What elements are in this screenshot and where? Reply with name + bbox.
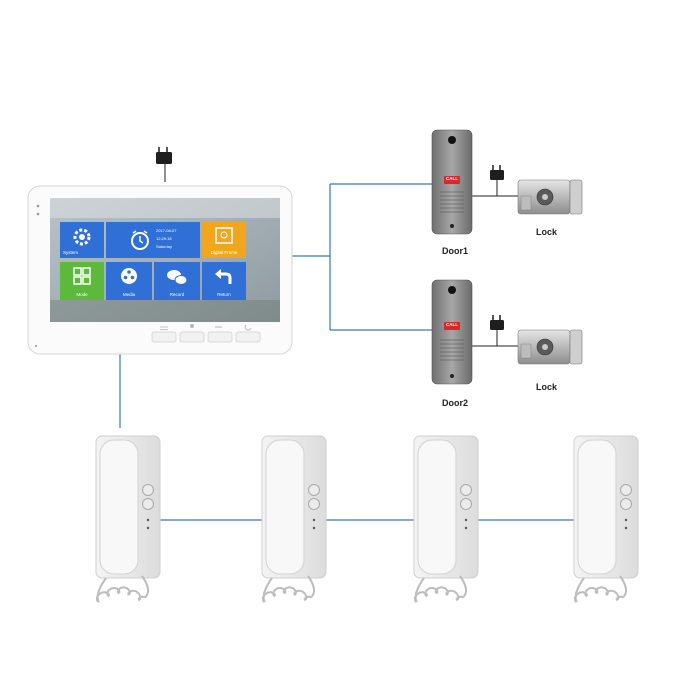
handset-4 [573,435,639,603]
monitor-button-1[interactable] [151,331,177,343]
handset-receiver[interactable] [265,439,305,575]
handset-2 [261,435,327,603]
handset-button-1[interactable] [620,484,632,496]
indicator-dot [624,526,628,530]
power-plug-icon [490,315,504,346]
alarm-clock-icon [131,230,149,250]
grid-icon [73,267,91,285]
monitor-button-2[interactable] [179,331,205,343]
mic-dot [450,224,454,228]
coiled-cord [573,575,628,603]
lock-wiring [470,195,518,347]
coiled-cord [413,575,468,603]
lock2-label: Lock [536,382,558,392]
indicator-dot [464,526,468,530]
mic-dot [450,374,454,378]
power-icon [244,324,252,331]
tile-label: Digital Frame [210,250,238,255]
indicator-dot [464,518,468,522]
door2-label: Door2 [442,398,469,408]
gear-icon [73,228,91,246]
wiring [119,183,574,521]
monitor-screen [50,198,280,322]
indicator-dot [312,518,316,522]
door2-call-button[interactable] [444,322,460,330]
power-plug-icon [156,147,172,182]
handsets [95,435,639,603]
tile-label: Media [122,292,136,297]
tile-mode[interactable]: Mode [60,262,104,300]
camera-lens-icon [448,136,456,144]
handset-button-1[interactable] [460,484,472,496]
sensor-dot [36,212,40,216]
tile-label: Record [169,292,185,297]
indicator-dot [624,518,628,522]
monitor-button-3[interactable] [207,331,233,343]
monitor-button-icons [160,324,252,331]
clock-date: 2017-08-07 [156,228,177,233]
tile-return[interactable]: Return [202,262,246,300]
coiled-cord [261,575,316,603]
door1-call-button[interactable] [444,176,460,184]
door2-call-label: CALL [446,322,458,327]
mic-dot [35,345,37,347]
door1-label: Door1 [442,246,469,256]
door1-call-label: CALL [446,176,458,181]
indicator-dot [312,526,316,530]
indicator-dot [146,526,150,530]
power-plug-icon [490,165,504,196]
clock-day: Saturday [156,244,173,249]
electric-lock-1 [517,179,583,215]
person-icon [190,324,194,328]
tile-clock[interactable]: 2017-08-07 12:29:18 Saturday [106,222,200,258]
handset-button-2[interactable] [142,498,154,510]
tile-label: System [63,250,79,255]
lock1-label: Lock [536,227,558,237]
handset-button-1[interactable] [142,484,154,496]
tile-system[interactable]: System [60,222,104,258]
door-station-2 [431,279,473,385]
handset-3 [413,435,479,603]
handset-button-1[interactable] [308,484,320,496]
chat-bubbles-icon [167,270,188,285]
handset-1 [95,435,161,603]
electric-lock-2 [517,329,583,365]
handset-receiver[interactable] [99,439,139,575]
handset-button-2[interactable] [620,498,632,510]
handset-receiver[interactable] [417,439,457,575]
film-reel-icon [121,268,137,284]
handset-button-2[interactable] [460,498,472,510]
transfer-icon [160,326,168,330]
handset-button-2[interactable] [308,498,320,510]
tile-record[interactable]: Record [154,262,200,300]
speaker-grille [440,339,464,361]
door-station-1 [431,129,473,235]
tile-label: Return [217,292,231,297]
indicator-dot [146,518,150,522]
camera-lens-icon [448,286,456,294]
tile-label: Mode [76,292,88,297]
speaker-grille [440,191,464,213]
coiled-cord [95,575,150,603]
tile-digital-frame[interactable]: Digital Frame [202,222,246,258]
monitor-buttons [151,331,261,343]
photo-frame-icon [215,227,233,244]
handset-receiver[interactable] [577,439,617,575]
sensor-dot [36,204,40,208]
clock-time: 12:29:18 [156,236,172,241]
return-arrow-icon [215,269,232,284]
tile-media[interactable]: Media [106,262,152,300]
monitor-button-4[interactable] [235,331,261,343]
